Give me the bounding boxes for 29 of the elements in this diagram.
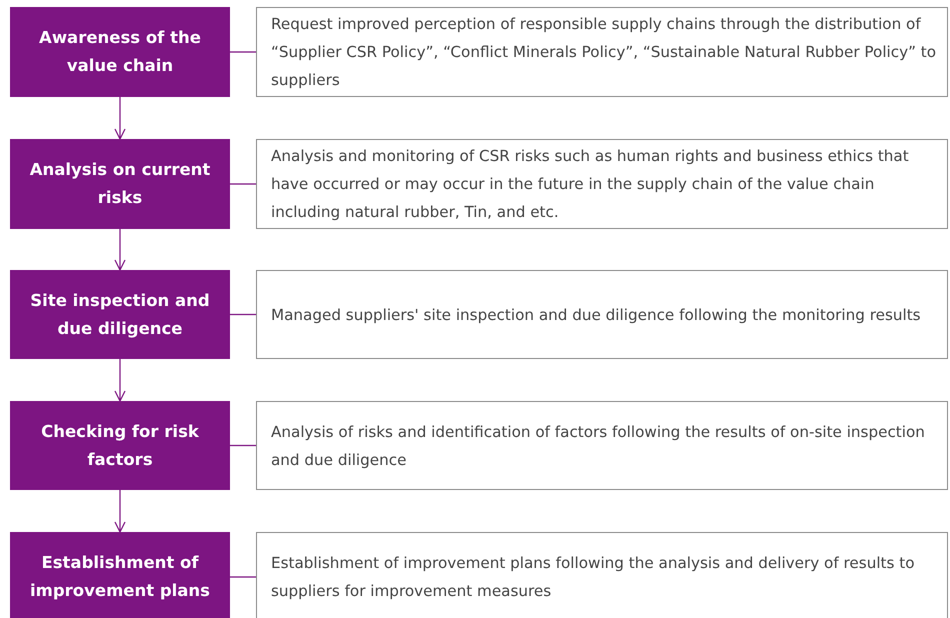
arrow	[114, 359, 126, 402]
step-title: Awareness of the value chain	[38, 27, 202, 77]
step-description: Establishment of improvement plans following the analysis and delivery of results to suppliers for improvement measures	[271, 553, 916, 602]
step-title: Establishment of improvement plans	[28, 552, 211, 602]
step-description: Managed suppliers' site inspection and due diligence following the monitoring results	[271, 304, 921, 326]
description-box	[256, 532, 948, 618]
step-title: Site inspection and due diligence	[29, 290, 211, 340]
step-box	[10, 270, 230, 359]
description-box	[256, 139, 948, 229]
step-box	[10, 7, 230, 97]
description-box	[256, 270, 948, 359]
description-box	[256, 7, 948, 97]
step-box	[10, 401, 230, 490]
step-title: Analysis on current risks	[28, 159, 212, 209]
arrow	[114, 229, 126, 271]
connector-line	[230, 576, 256, 578]
step-box	[10, 139, 230, 229]
connector-line	[230, 183, 256, 185]
arrow	[114, 97, 126, 140]
connector-line	[230, 444, 256, 446]
step-description: Analysis of risks and identification of factors following the results of on-site inspection and due diligence	[271, 422, 926, 470]
arrow	[114, 490, 126, 533]
step-description: Request improved perception of responsible supply chains through the distribution of “Supplier CSR Policy”, “Conflict Minerals Policy”, “Sustainable Natural Rubber Policy” to suppliers	[271, 14, 937, 91]
step-box	[10, 532, 230, 618]
description-box	[256, 401, 948, 490]
connector-line	[230, 314, 256, 316]
step-title: Checking for risk factors	[40, 420, 200, 470]
connector-line	[230, 51, 256, 53]
step-description: Analysis and monitoring of CSR risks such as human rights and business ethics that have occurred or may occur in the future in the supply chain of the value chain including natural rubber, Tin, and etc.	[271, 146, 910, 223]
